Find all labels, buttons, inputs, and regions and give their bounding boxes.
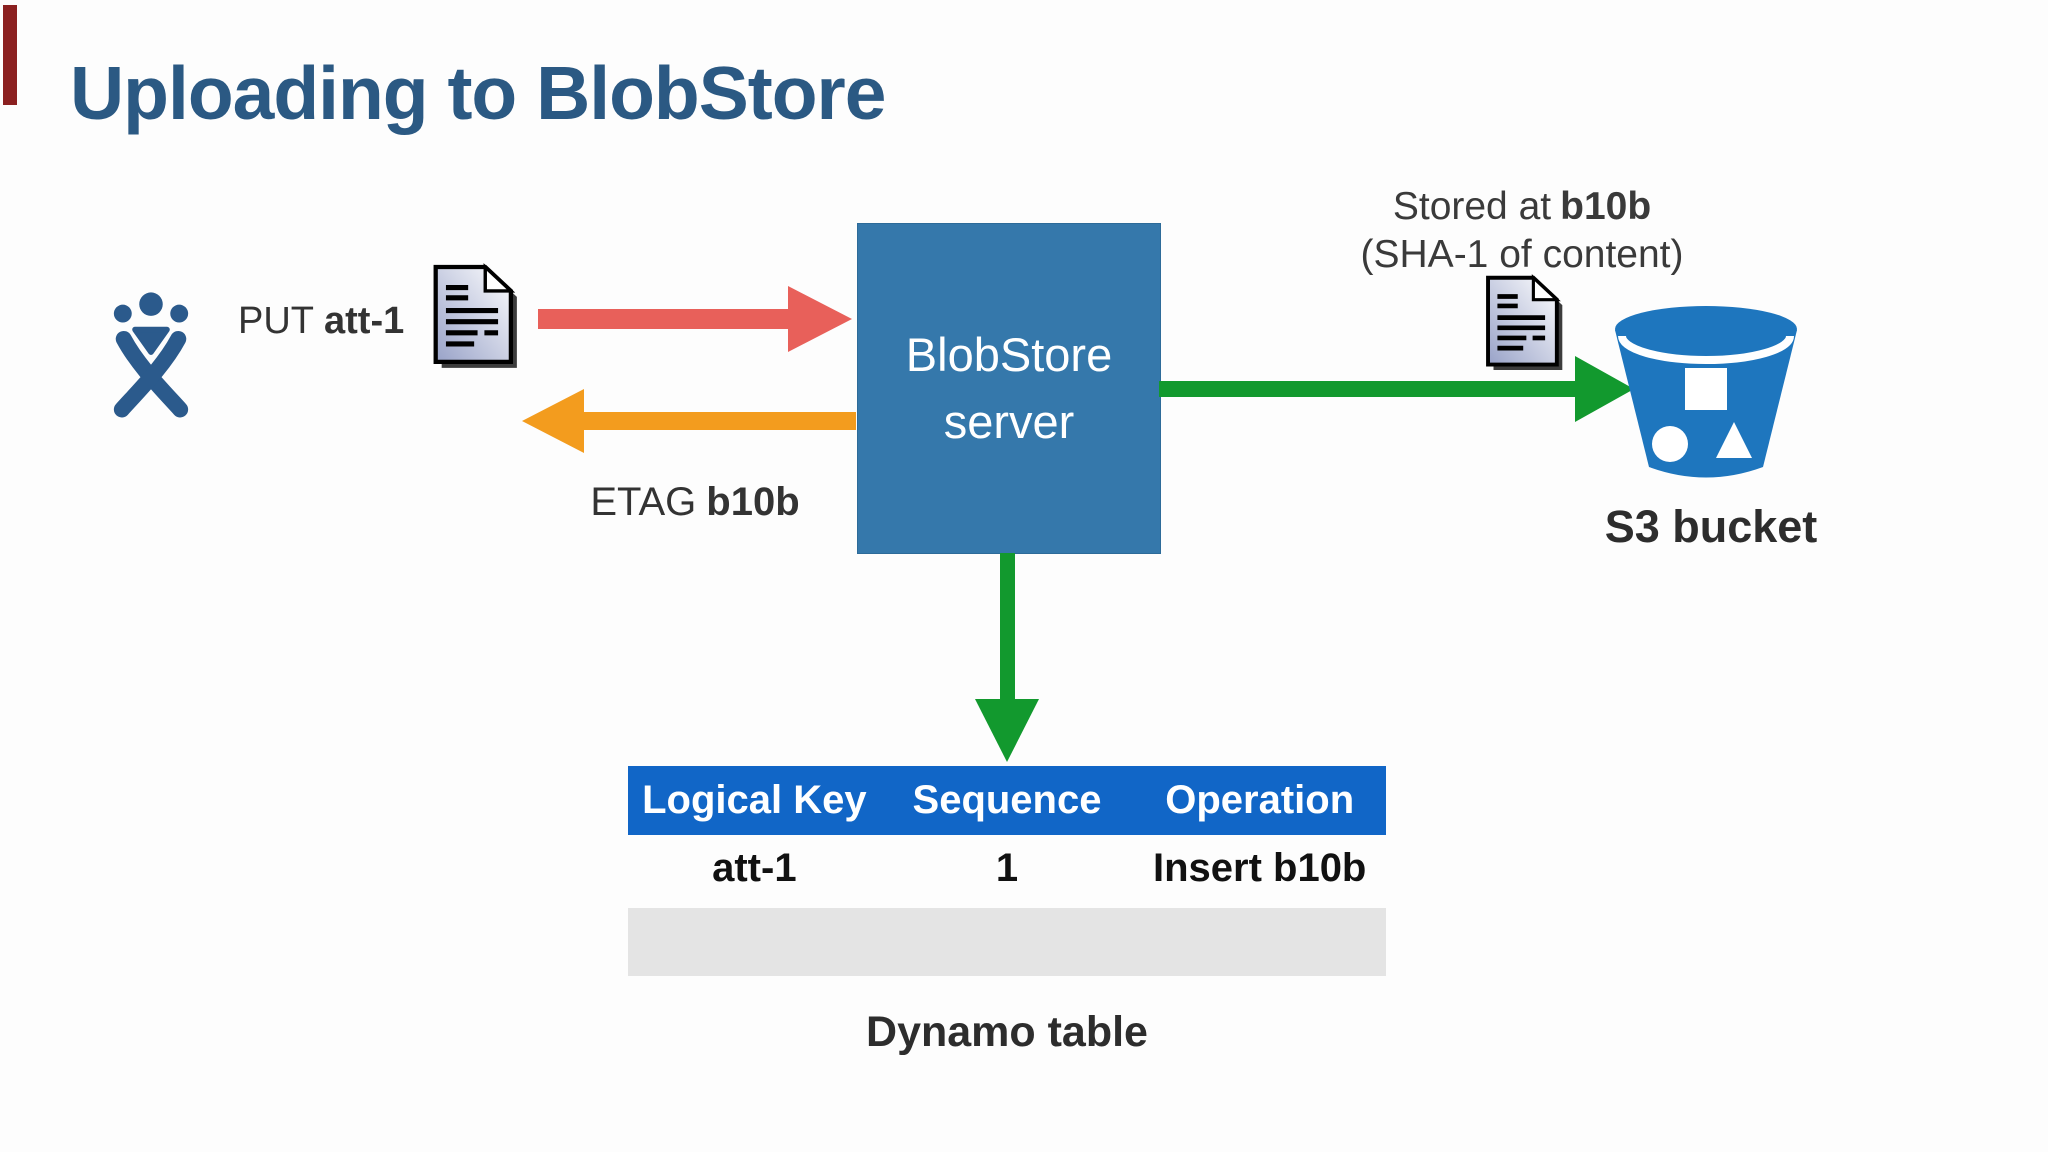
store-arrow	[1159, 356, 1635, 422]
blobstore-server-box: BlobStore server	[857, 223, 1161, 554]
dynamo-table-caption: Dynamo table	[866, 1008, 1148, 1056]
put-method: PUT	[238, 300, 314, 342]
header-logical-key: Logical Key	[642, 778, 867, 822]
row-operation: Insert b10b	[1152, 845, 1367, 890]
etag-value: b10b	[706, 480, 800, 524]
stored-note-line2: (SHA-1 of content)	[1360, 232, 1684, 276]
dynamo-table-row: att-1 1 Insert b10b	[628, 835, 1386, 901]
jira-user-icon	[113, 292, 189, 418]
etag-arrow-head	[522, 389, 584, 453]
server-name-line2: server	[943, 394, 1075, 448]
put-arrow-shaft	[538, 309, 790, 329]
etag-arrow-shaft	[582, 412, 856, 430]
put-arrow	[538, 286, 854, 352]
dynamo-table-header: Logical Key Sequence Operation	[628, 766, 1386, 835]
dynamo-empty-row	[628, 908, 1386, 976]
log-arrow-head	[975, 699, 1039, 762]
row-logical-key: att-1	[712, 845, 797, 890]
s3-bucket-label: S3 bucket	[1604, 501, 1818, 552]
document-icon	[433, 263, 517, 368]
put-key: att-1	[324, 300, 405, 342]
store-arrow-head	[1575, 356, 1634, 422]
stored-note-prefix: Stored at	[1392, 185, 1552, 228]
header-sequence: Sequence	[912, 778, 1102, 822]
page-title: Uploading to BlobStore	[70, 51, 886, 135]
stored-note-hash: b10b	[1560, 185, 1652, 228]
put-arrow-head	[788, 286, 852, 352]
log-arrow-shaft	[1000, 553, 1015, 700]
etag-word: ETAG	[590, 480, 697, 524]
etag-arrow	[522, 389, 856, 453]
slide-corner-artifact	[3, 5, 17, 105]
document-icon	[1486, 274, 1563, 371]
server-name-line1: BlobStore	[905, 327, 1113, 381]
s3-bucket-icon	[1615, 306, 1797, 478]
row-sequence: 1	[995, 845, 1019, 890]
store-arrow-shaft	[1159, 381, 1577, 397]
header-operation: Operation	[1165, 778, 1355, 822]
